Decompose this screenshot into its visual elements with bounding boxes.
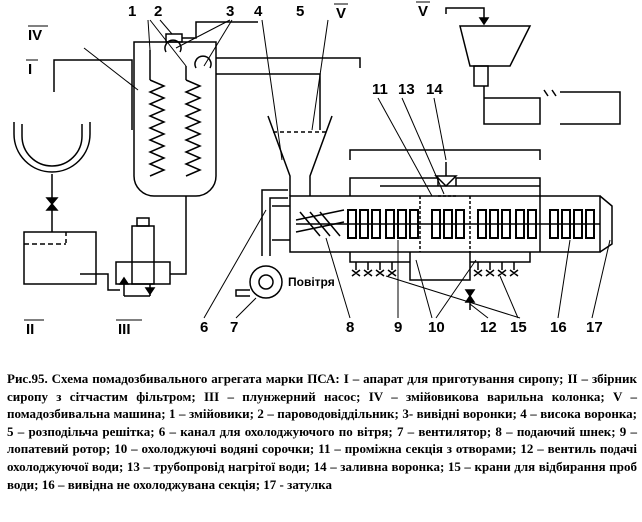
label-air: Повітря [288,275,335,289]
label-5: 5 [296,3,304,20]
label-16: 16 [550,319,567,336]
leader-lines [83,19,611,319]
label-9: 9 [394,319,402,336]
label-4: 4 [254,3,263,20]
label-3: 3 [226,3,234,20]
figure-caption: Рис.95. Схема помадозбивального агрегата… [7,371,637,492]
label-6: 6 [200,319,208,336]
label-17: 17 [586,319,603,336]
label-10: 10 [428,319,445,336]
label-7: 7 [230,319,238,336]
label-roman-iii: III [118,321,131,338]
plunger-pump [115,196,187,297]
label-14: 14 [426,81,443,98]
coil-column [53,21,361,197]
label-roman-v-right: V [418,3,428,20]
syrup-apparatus [13,122,91,232]
label-13: 13 [398,81,415,98]
label-roman-iv: IV [28,27,42,44]
label-11: 11 [372,81,388,98]
label-1: 1 [128,3,136,20]
label-15: 15 [510,319,527,336]
tall-funnel [267,115,333,196]
hopper-top [445,7,621,125]
syrup-collector [23,231,120,291]
label-roman-ii: II [26,321,34,338]
label-roman-v-upper: V [336,5,346,22]
label-8: 8 [346,319,354,336]
air-channel [235,189,288,299]
whipping-machine [272,149,613,310]
psa-unit-diagram: IV I II III V V 1 2 3 4 5 11 13 14 6 7 8… [13,1,621,338]
label-roman-i: I [28,61,32,78]
label-2: 2 [154,3,162,20]
label-12: 12 [480,319,497,336]
